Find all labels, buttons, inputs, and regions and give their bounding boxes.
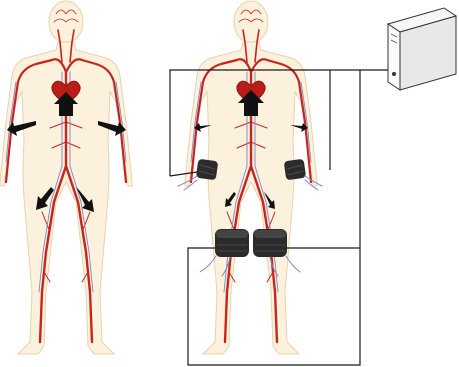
right-thigh-cuff	[253, 229, 287, 257]
computer-tower-icon	[388, 8, 456, 90]
left-arm-cuff	[196, 159, 218, 181]
left-thigh-cuff	[215, 229, 249, 257]
right-arm-cuff	[284, 159, 306, 181]
figure-without-cuffs	[0, 1, 132, 354]
human-body-outline	[0, 1, 132, 354]
